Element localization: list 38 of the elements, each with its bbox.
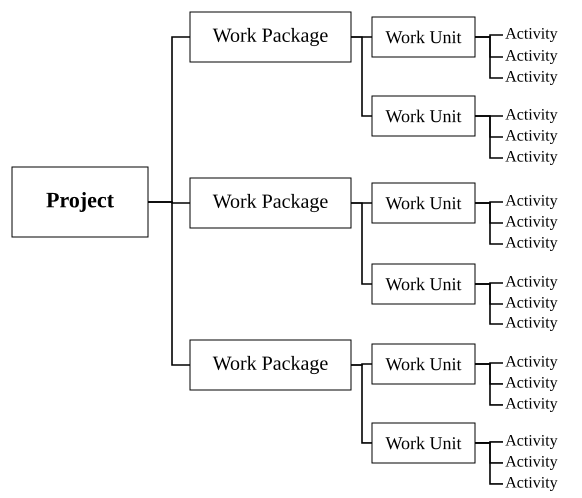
activity-label: Activity xyxy=(505,456,558,470)
activity-label: Activity xyxy=(505,434,558,449)
activity-label: Activity xyxy=(505,296,558,311)
activity-label: Activity xyxy=(505,70,558,86)
activity-label: Activity xyxy=(505,50,558,64)
activity-label: Activity xyxy=(505,28,558,42)
activity-label: Activity xyxy=(505,376,558,391)
work-package-box: Work Package xyxy=(190,339,352,390)
activity-label: Activity xyxy=(505,150,558,165)
activity-label: Activity xyxy=(505,476,558,491)
connector-line xyxy=(476,363,503,406)
connector-line xyxy=(352,202,372,285)
work-package-box: Work Package xyxy=(190,178,352,228)
work-package-box: Work Package xyxy=(190,12,352,62)
connector-line xyxy=(476,36,503,79)
activity-label: Activity xyxy=(505,356,558,370)
activity-label: Activity xyxy=(505,316,558,331)
activity-label: Activity xyxy=(505,130,558,144)
work-unit-box: Work Unit xyxy=(372,182,476,224)
connector-line xyxy=(476,202,503,245)
activity-label: Activity xyxy=(505,236,558,251)
work-unit-box: Work Unit xyxy=(372,264,476,304)
connector-line xyxy=(352,364,372,444)
work-unit-box: Work Unit xyxy=(372,96,476,136)
connector-line xyxy=(476,442,503,485)
activity-label: Activity xyxy=(505,398,558,412)
work-unit-box: Work Unit xyxy=(372,16,476,58)
work-unit-box: Work Unit xyxy=(372,422,476,464)
activity-label: Activity xyxy=(505,194,558,209)
connector-line xyxy=(148,201,190,366)
activity-label: Activity xyxy=(505,216,558,230)
connector-line xyxy=(352,36,372,117)
activity-label: Activity xyxy=(505,108,558,123)
connector-line xyxy=(476,283,503,325)
activity-label: Activity xyxy=(505,276,558,290)
connector-line xyxy=(476,115,503,159)
work-unit-box: Work Unit xyxy=(372,344,476,384)
project-box: Project xyxy=(12,166,148,238)
